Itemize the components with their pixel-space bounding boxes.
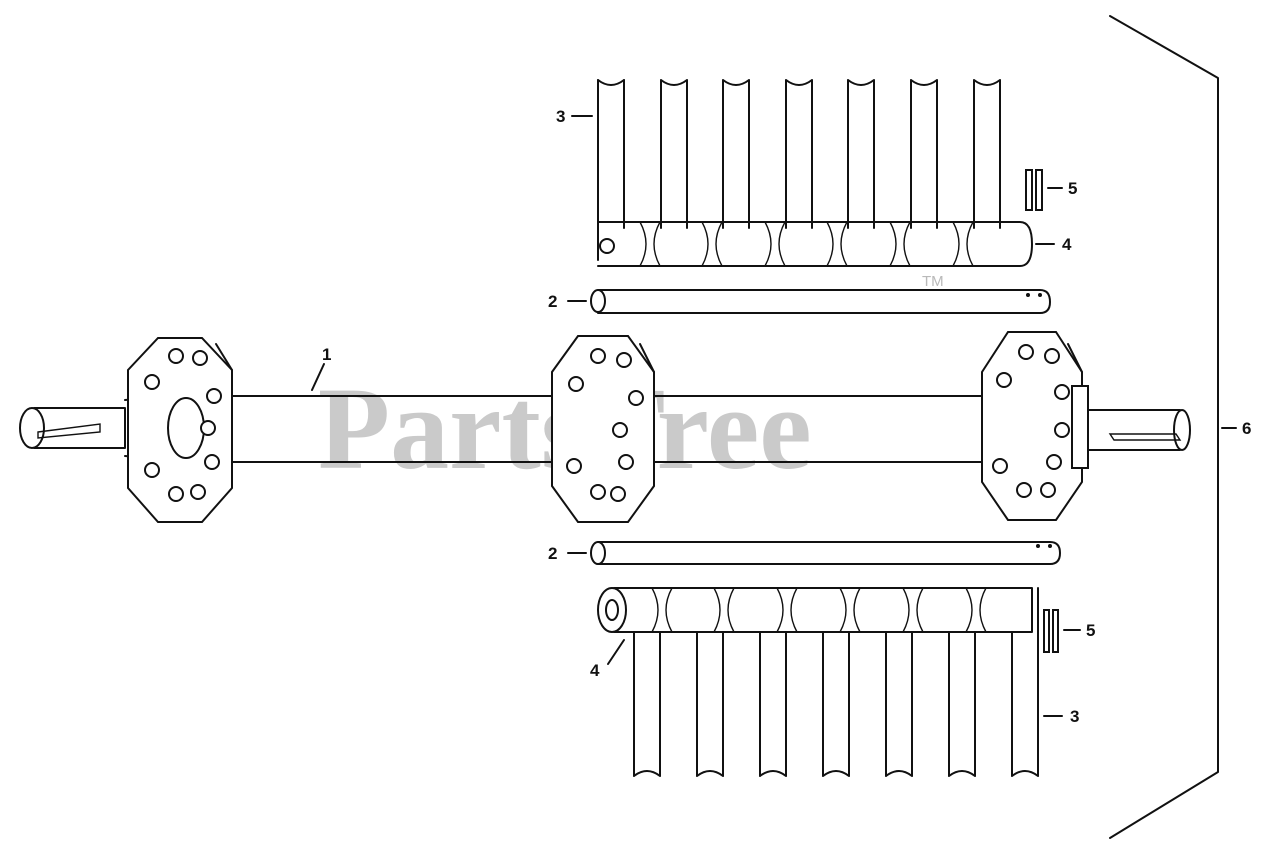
callout-shaft: 1	[322, 345, 331, 364]
pin-bottom: 5	[1043, 609, 1095, 653]
callout-spacer-bottom: 4	[590, 661, 600, 680]
shaft-right-stub	[1087, 409, 1191, 451]
leader-1	[311, 363, 325, 391]
tines-top-assembly: 3 4	[556, 79, 1072, 267]
spacer-top	[597, 221, 1033, 267]
pin-top: 5	[1025, 169, 1077, 211]
watermark-trademark: TM	[922, 273, 944, 290]
tines-bottom-assembly: 4 3	[590, 587, 1079, 777]
shaft-body-left	[231, 395, 597, 463]
flange-right	[981, 331, 1089, 521]
callout-tines-bottom: 3	[1070, 707, 1079, 726]
callout-rod-bottom: 2	[548, 544, 557, 563]
callout-pin-top: 5	[1068, 179, 1077, 198]
callout-assembly: 6	[1242, 419, 1251, 438]
callout-tines-top: 3	[556, 107, 565, 126]
flange-left	[127, 337, 233, 523]
callout-rod-top: 2	[548, 292, 557, 311]
rod-top: 2	[548, 289, 1051, 314]
assembly-bracket: 6	[1109, 15, 1251, 839]
shaft-body-right	[653, 395, 1041, 463]
flange-middle	[551, 335, 655, 523]
rod-bottom: 2	[548, 541, 1061, 565]
callout-pin-bottom: 5	[1086, 621, 1095, 640]
callout-spacer-top: 4	[1062, 235, 1072, 254]
main-shaft-assembly: 1	[19, 331, 1191, 523]
